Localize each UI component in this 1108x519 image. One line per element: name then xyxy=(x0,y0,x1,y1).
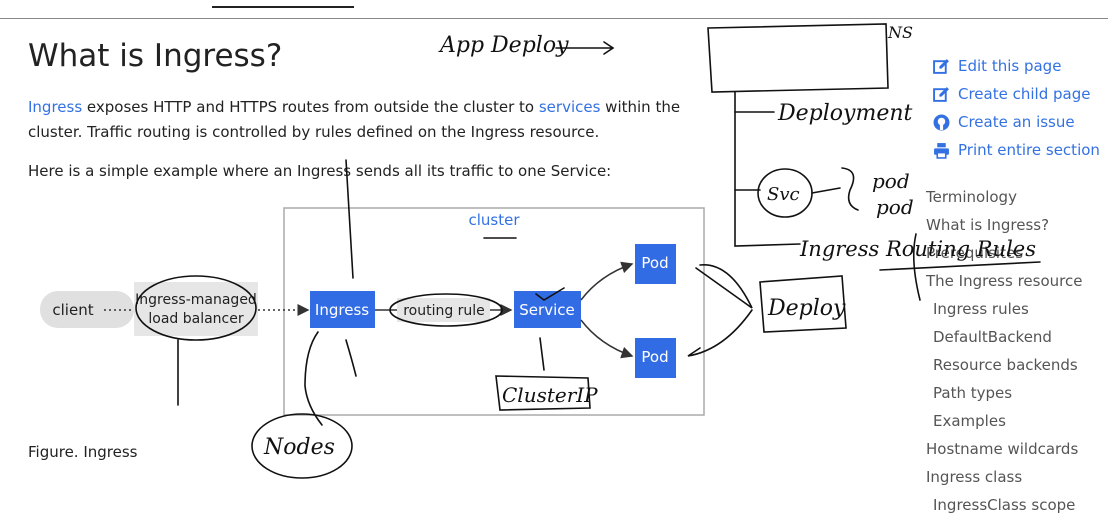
print-section-link[interactable]: Print entire section xyxy=(933,136,1100,164)
edit-page-link[interactable]: Edit this page xyxy=(933,52,1100,80)
edit-icon xyxy=(933,86,949,102)
load-balancer-node xyxy=(134,282,258,336)
pod-node-1 xyxy=(635,244,676,284)
toc-item[interactable]: Examples xyxy=(933,412,1006,430)
toc-item[interactable]: Terminology xyxy=(926,188,1017,206)
client-label: client xyxy=(52,301,93,319)
services-link[interactable]: services xyxy=(538,98,601,116)
toc-item[interactable]: Prerequisites xyxy=(926,244,1024,262)
active-tab-indicator xyxy=(212,6,354,8)
ingress-link[interactable]: Ingress xyxy=(28,98,83,116)
toc-item[interactable]: Ingress rules xyxy=(933,300,1029,318)
example-paragraph: Here is a simple example where an Ingres… xyxy=(28,162,612,180)
toc-item[interactable]: The Ingress resource xyxy=(926,272,1083,290)
client-node xyxy=(40,291,134,328)
github-icon xyxy=(933,114,950,130)
create-issue-link[interactable]: Create an issue xyxy=(933,108,1100,136)
figure-caption: Figure. Ingress xyxy=(28,443,138,461)
page-actions: Edit this page Create child page Create … xyxy=(933,52,1100,164)
toc-item[interactable]: IngressClass scope xyxy=(933,496,1076,514)
cluster-label: cluster xyxy=(468,211,520,229)
top-divider xyxy=(0,18,1108,19)
ingress-node xyxy=(310,291,375,328)
print-icon xyxy=(934,142,949,159)
edit-icon xyxy=(933,58,949,74)
toc-item[interactable]: Resource backends xyxy=(933,356,1078,374)
toc-item[interactable]: What is Ingress? xyxy=(926,216,1050,234)
service-node-label: Service xyxy=(519,301,574,319)
lb-label-1: Ingress-managed xyxy=(135,292,257,308)
ingress-node-label: Ingress xyxy=(315,301,369,319)
service-pod1-edge xyxy=(580,261,634,301)
lb-label-2: load balancer xyxy=(148,311,243,327)
pod-node-1-label: Pod xyxy=(641,254,668,272)
toc-item[interactable]: Path types xyxy=(933,384,1013,402)
toc-item[interactable]: Hostname wildcards xyxy=(926,440,1079,458)
routing-rule-label: routing rule xyxy=(403,303,485,319)
create-child-page-link[interactable]: Create child page xyxy=(933,80,1100,108)
pod-node-2 xyxy=(635,338,676,378)
service-pod2-edge xyxy=(580,319,634,359)
page-title: What is Ingress? xyxy=(28,38,283,74)
pod-node-2-label: Pod xyxy=(641,348,668,366)
intro-paragraph: Ingress exposes HTTP and HTTPS routes fr… xyxy=(28,98,681,141)
toc-item[interactable]: Ingress class xyxy=(926,468,1023,486)
toc-item[interactable]: DefaultBackend xyxy=(933,328,1052,346)
table-of-contents: Terminology What is Ingress? Prerequisit… xyxy=(926,183,1082,519)
